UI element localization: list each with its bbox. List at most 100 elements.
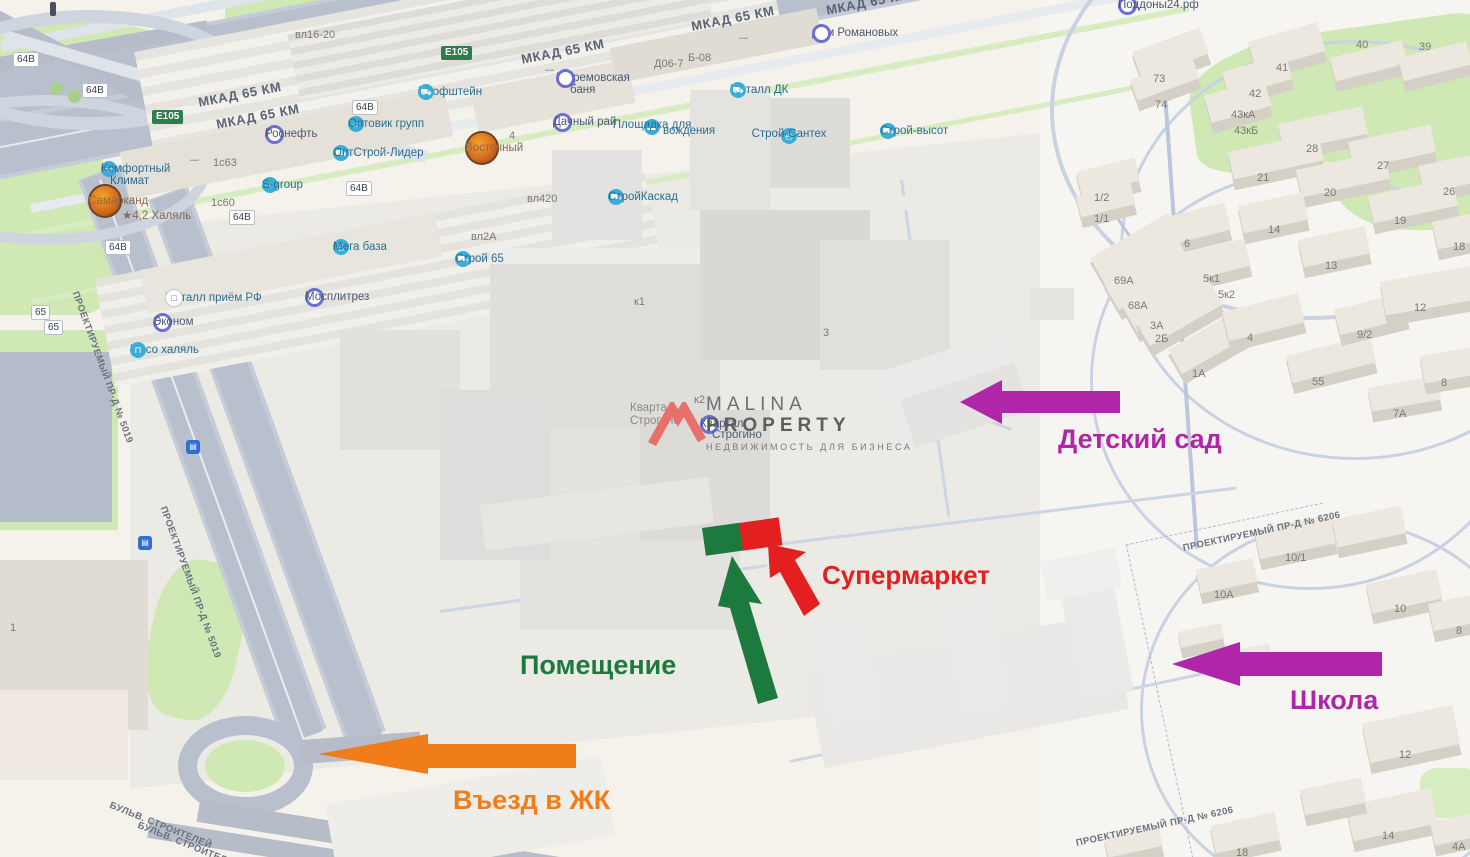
cart-icon[interactable]: ⛟ [880, 123, 896, 139]
route-shield: 65 [44, 320, 64, 335]
clock-icon[interactable]: ◴ [781, 128, 797, 144]
building-number: 14 [1382, 830, 1395, 842]
poi-label: Строй 65 [455, 253, 504, 265]
building-number: 43кА [1231, 109, 1256, 121]
building-number: 10 [1394, 603, 1407, 615]
bus-stop-icon-2[interactable]: ▤ [138, 536, 152, 550]
building-number: 55 [1312, 376, 1325, 388]
poi-label: Климат [110, 175, 150, 187]
big-building-3b [820, 240, 950, 370]
building-number: 5к2 [1218, 289, 1236, 301]
ring-icon[interactable] [305, 287, 324, 307]
ring-icon[interactable] [812, 23, 831, 43]
building-number: 8 [1441, 377, 1448, 389]
route-shield: 64В [105, 240, 131, 255]
building-number: 6 [1184, 238, 1191, 250]
building-number: 41 [1276, 62, 1289, 74]
pomeshchenie-arrow [718, 556, 778, 704]
building-number: вл420 [527, 193, 558, 205]
parking-lot [0, 352, 112, 522]
fuel-icon[interactable]: P [265, 124, 284, 144]
cart-icon[interactable]: ⛟ [730, 82, 746, 98]
food-icon[interactable] [465, 131, 499, 165]
poi-label: S-group [262, 179, 303, 191]
ac-icon[interactable]: ▭ [101, 161, 117, 177]
building-number: 18 [1236, 847, 1249, 857]
building-number: 1 [10, 622, 17, 634]
ring-icon[interactable] [1118, 0, 1137, 15]
poi-label: Строгино [712, 429, 762, 441]
poi-label: ОптСтрой-Лидер [333, 147, 424, 159]
building-number: 1/2 [1094, 192, 1110, 204]
clock-icon[interactable]: ◴ [333, 239, 349, 255]
bed-icon[interactable]: ▭ [700, 414, 719, 434]
building-number: 7А [1393, 408, 1407, 420]
big-building-upper [552, 150, 642, 240]
building-number: 39 [1419, 41, 1432, 53]
poi-label: Дачный рай [553, 116, 617, 128]
poi-label: Оптовик групп [348, 118, 425, 130]
big-building-small-right [1030, 288, 1074, 320]
route-shield: 64В [82, 83, 108, 98]
book-icon[interactable]: ▬ [644, 119, 660, 135]
minus-icon[interactable]: − [553, 112, 572, 132]
car-icon[interactable]: ─ [262, 177, 278, 193]
building-number: 69А [1114, 275, 1134, 287]
big-building-upper3 [770, 98, 850, 188]
building-number: вл2А [471, 231, 497, 243]
building-number: 3А [1150, 320, 1164, 332]
building-number: 13 [1325, 260, 1338, 272]
route-shield: 64В [229, 210, 255, 225]
poi-label: Роснефть [265, 128, 318, 140]
poi-label: Строй-Сантех [751, 128, 827, 140]
poi-label: Площадка для [612, 119, 692, 131]
building-number: 27 [1377, 160, 1390, 172]
route-shield: 64В [352, 100, 378, 115]
cart-icon[interactable]: ⛟ [455, 251, 471, 267]
poi-label: Квартал [700, 418, 744, 430]
crossing-icon-3 [739, 37, 748, 39]
cart-icon[interactable]: ⛟ [418, 84, 434, 100]
route-shield: 65 [31, 305, 51, 320]
poi-label: Металл приём РФ [165, 292, 262, 304]
route-shield: 64В [13, 52, 39, 67]
watermark-line2: PROPERTY [706, 415, 851, 436]
building-number: 40 [1356, 39, 1369, 51]
building-number: 4 [509, 130, 516, 142]
supermarket-label: Супермаркет [822, 560, 991, 590]
square-icon[interactable]: □ [165, 289, 183, 307]
building-number: 4А [1452, 841, 1466, 853]
bus-stop-icon-1[interactable]: ▤ [186, 440, 200, 454]
poi-label: вождения [663, 125, 716, 137]
cart-icon[interactable]: ⛟ [333, 145, 349, 161]
ring-icon[interactable] [556, 68, 575, 88]
building-number: 20 [1324, 187, 1337, 199]
building-number: 4 [1247, 332, 1254, 344]
poi-label: Мосплитрез [305, 291, 370, 303]
building-number: 42 [1249, 88, 1262, 100]
shkola-label: Школа [1290, 685, 1379, 715]
poi-label: Самарканд [88, 195, 149, 207]
shkola-arrow [1172, 642, 1382, 686]
vezd-arrow [318, 734, 576, 774]
traffic-light-icon [50, 2, 56, 16]
basket-icon[interactable]: ⊓ [130, 342, 146, 358]
poi-label: Комфортный [101, 163, 171, 175]
watermark: MALINA PROPERTY НЕДВИЖИМОСТЬ ДЛЯ БИЗНЕСА [648, 395, 912, 454]
cart-icon[interactable]: ⛟ [608, 189, 624, 205]
building-number: вл16-20 [295, 29, 336, 41]
poi-label: Квартал [630, 402, 674, 414]
food-icon[interactable] [88, 184, 122, 218]
big-building-upper2 [690, 90, 770, 210]
route-shield: 64В [346, 181, 372, 196]
building-number: Д06-7 [654, 58, 684, 70]
building-number: 19 [1394, 215, 1407, 227]
poi-label: Поддоны24.рф [1118, 0, 1199, 11]
shirt-icon[interactable]: ⌂ [348, 116, 364, 132]
poi-label: Восточный [465, 142, 524, 154]
pharmacy-icon[interactable]: ✚ [153, 312, 172, 332]
building-number: 9/2 [1357, 329, 1373, 341]
big-building-k1-top [490, 248, 720, 264]
building-number: 5к1 [1203, 273, 1221, 285]
